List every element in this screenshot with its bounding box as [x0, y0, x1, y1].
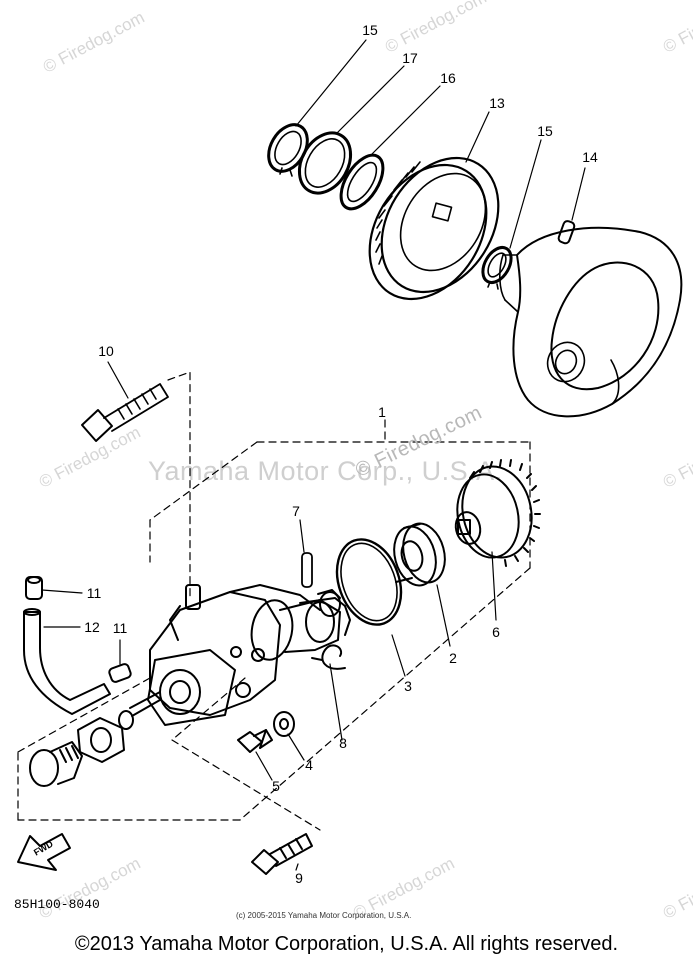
callout-1: 1 — [378, 404, 386, 420]
part-code: 85H100-8040 — [14, 897, 100, 912]
gear-6 — [454, 459, 541, 567]
callout-17: 17 — [402, 50, 418, 66]
banjo-bolt — [29, 741, 83, 787]
callout-9: 9 — [295, 870, 303, 886]
bolt-5 — [237, 729, 273, 753]
pin-14 — [557, 220, 576, 245]
nut — [77, 717, 125, 763]
callout-10: 10 — [98, 343, 114, 359]
bolt-10 — [81, 383, 169, 442]
small-copyright: (c) 2005-2015 Yamaha Motor Corporation, … — [236, 911, 412, 920]
oil-pump-body — [129, 584, 351, 726]
callout-13: 13 — [489, 95, 505, 111]
callout-11-lower: 11 — [112, 620, 128, 636]
seal-16 — [339, 153, 385, 211]
watermark-center: Yamaha Motor Corp., U.S.A. — [148, 456, 503, 486]
pulley-13 — [368, 156, 500, 301]
callout-16: 16 — [440, 70, 456, 86]
bolt-9 — [251, 833, 313, 875]
callout-15-lower: 15 — [537, 123, 553, 139]
fwd-arrow-icon — [17, 833, 71, 871]
callout-4: 4 — [305, 757, 313, 773]
hose-12 — [23, 608, 111, 715]
callout-14: 14 — [582, 149, 598, 165]
fitting-11-upper — [25, 576, 43, 600]
callout-8: 8 — [339, 735, 347, 751]
fitting-11-lower — [108, 663, 132, 683]
o-ring-3 — [335, 538, 403, 626]
pump-housing — [499, 226, 683, 418]
callout-5: 5 — [272, 778, 280, 794]
callout-11-upper: 11 — [86, 585, 102, 601]
callout-15-upper: 15 — [362, 22, 378, 38]
callout-3: 3 — [404, 678, 412, 694]
washer-4 — [273, 711, 295, 737]
callout-7: 7 — [292, 503, 300, 519]
pin-7 — [301, 552, 313, 588]
leader-lines — [41, 39, 586, 871]
footer-copyright: ©2013 Yamaha Motor Corporation, U.S.A. A… — [74, 933, 619, 955]
circlip-15-lower — [481, 245, 513, 290]
callout-12: 12 — [84, 619, 100, 635]
bearing-2 — [393, 522, 446, 587]
callout-2: 2 — [449, 650, 457, 666]
o-ring-17 — [297, 131, 353, 195]
assembly-boundary — [17, 371, 531, 831]
washer-small — [118, 710, 134, 730]
callout-6: 6 — [492, 624, 500, 640]
